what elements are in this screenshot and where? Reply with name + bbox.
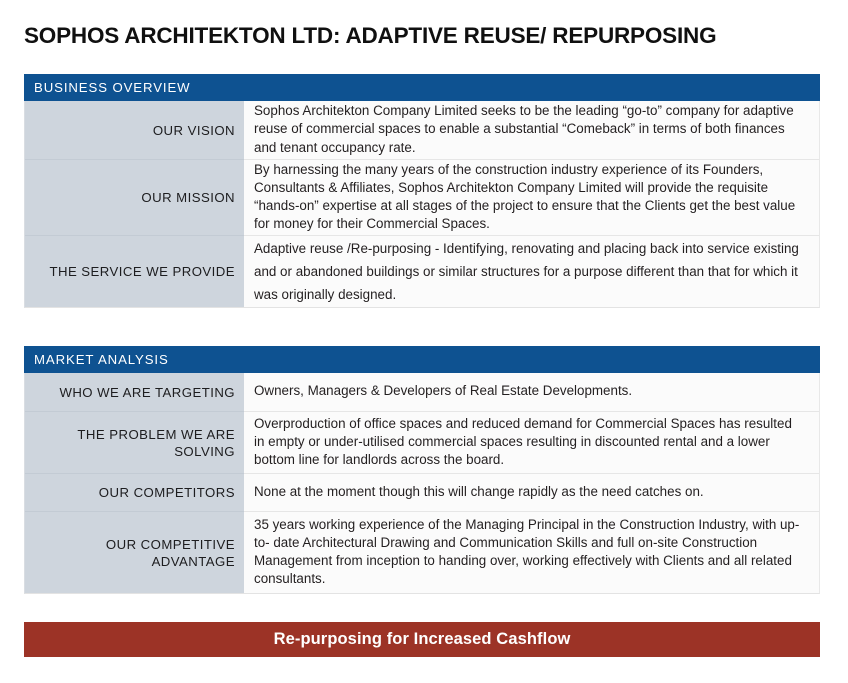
section-rows-market-analysis: WHO WE ARE TARGETING Owners, Managers & … [24, 373, 820, 594]
row-value-who-we-are-targeting: Owners, Managers & Developers of Real Es… [244, 373, 819, 411]
row-value-our-vision: Sophos Architekton Company Limited seeks… [244, 101, 819, 159]
page-title: SOPHOS ARCHITEKTON LTD: ADAPTIVE REUSE/ … [24, 23, 717, 48]
row-value-our-competitive-advantage: 35 years working experience of the Manag… [244, 511, 819, 593]
table-row: OUR VISION Sophos Architekton Company Li… [25, 101, 819, 159]
row-label-our-mission: OUR MISSION [25, 159, 244, 235]
row-label-the-service-we-provide: THE SERVICE WE PROVIDE [25, 235, 244, 307]
table-row: OUR COMPETITIVE ADVANTAGE 35 years worki… [25, 511, 819, 593]
table-row: OUR COMPETITORS None at the moment thoug… [25, 473, 819, 511]
row-value-our-mission: By harnessing the many years of the cons… [244, 159, 819, 235]
table-row: WHO WE ARE TARGETING Owners, Managers & … [25, 373, 819, 411]
row-label-our-competitors: OUR COMPETITORS [25, 473, 244, 511]
table-row: THE SERVICE WE PROVIDE Adaptive reuse /R… [25, 235, 819, 307]
footer-banner: Re-purposing for Increased Cashflow [24, 622, 820, 657]
section-market-analysis: MARKET ANALYSIS WHO WE ARE TARGETING Own… [24, 346, 820, 594]
row-label-our-competitive-advantage: OUR COMPETITIVE ADVANTAGE [25, 511, 244, 593]
row-value-the-service-we-provide: Adaptive reuse /Re-purposing - Identifyi… [244, 235, 819, 307]
section-business-overview: BUSINESS OVERVIEW OUR VISION Sophos Arch… [24, 74, 820, 308]
row-label-our-vision: OUR VISION [25, 101, 244, 159]
section-rows-business-overview: OUR VISION Sophos Architekton Company Li… [24, 101, 820, 308]
row-value-the-problem-we-are-solving: Overproduction of office spaces and redu… [244, 411, 819, 473]
row-value-our-competitors: None at the moment though this will chan… [244, 473, 819, 511]
row-label-who-we-are-targeting: WHO WE ARE TARGETING [25, 373, 244, 411]
row-label-the-problem-we-are-solving: THE PROBLEM WE ARE SOLVING [25, 411, 244, 473]
table-row: THE PROBLEM WE ARE SOLVING Overproductio… [25, 411, 819, 473]
table-row: OUR MISSION By harnessing the many years… [25, 159, 819, 235]
section-header-market-analysis: MARKET ANALYSIS [24, 346, 820, 373]
section-header-business-overview: BUSINESS OVERVIEW [24, 74, 820, 101]
